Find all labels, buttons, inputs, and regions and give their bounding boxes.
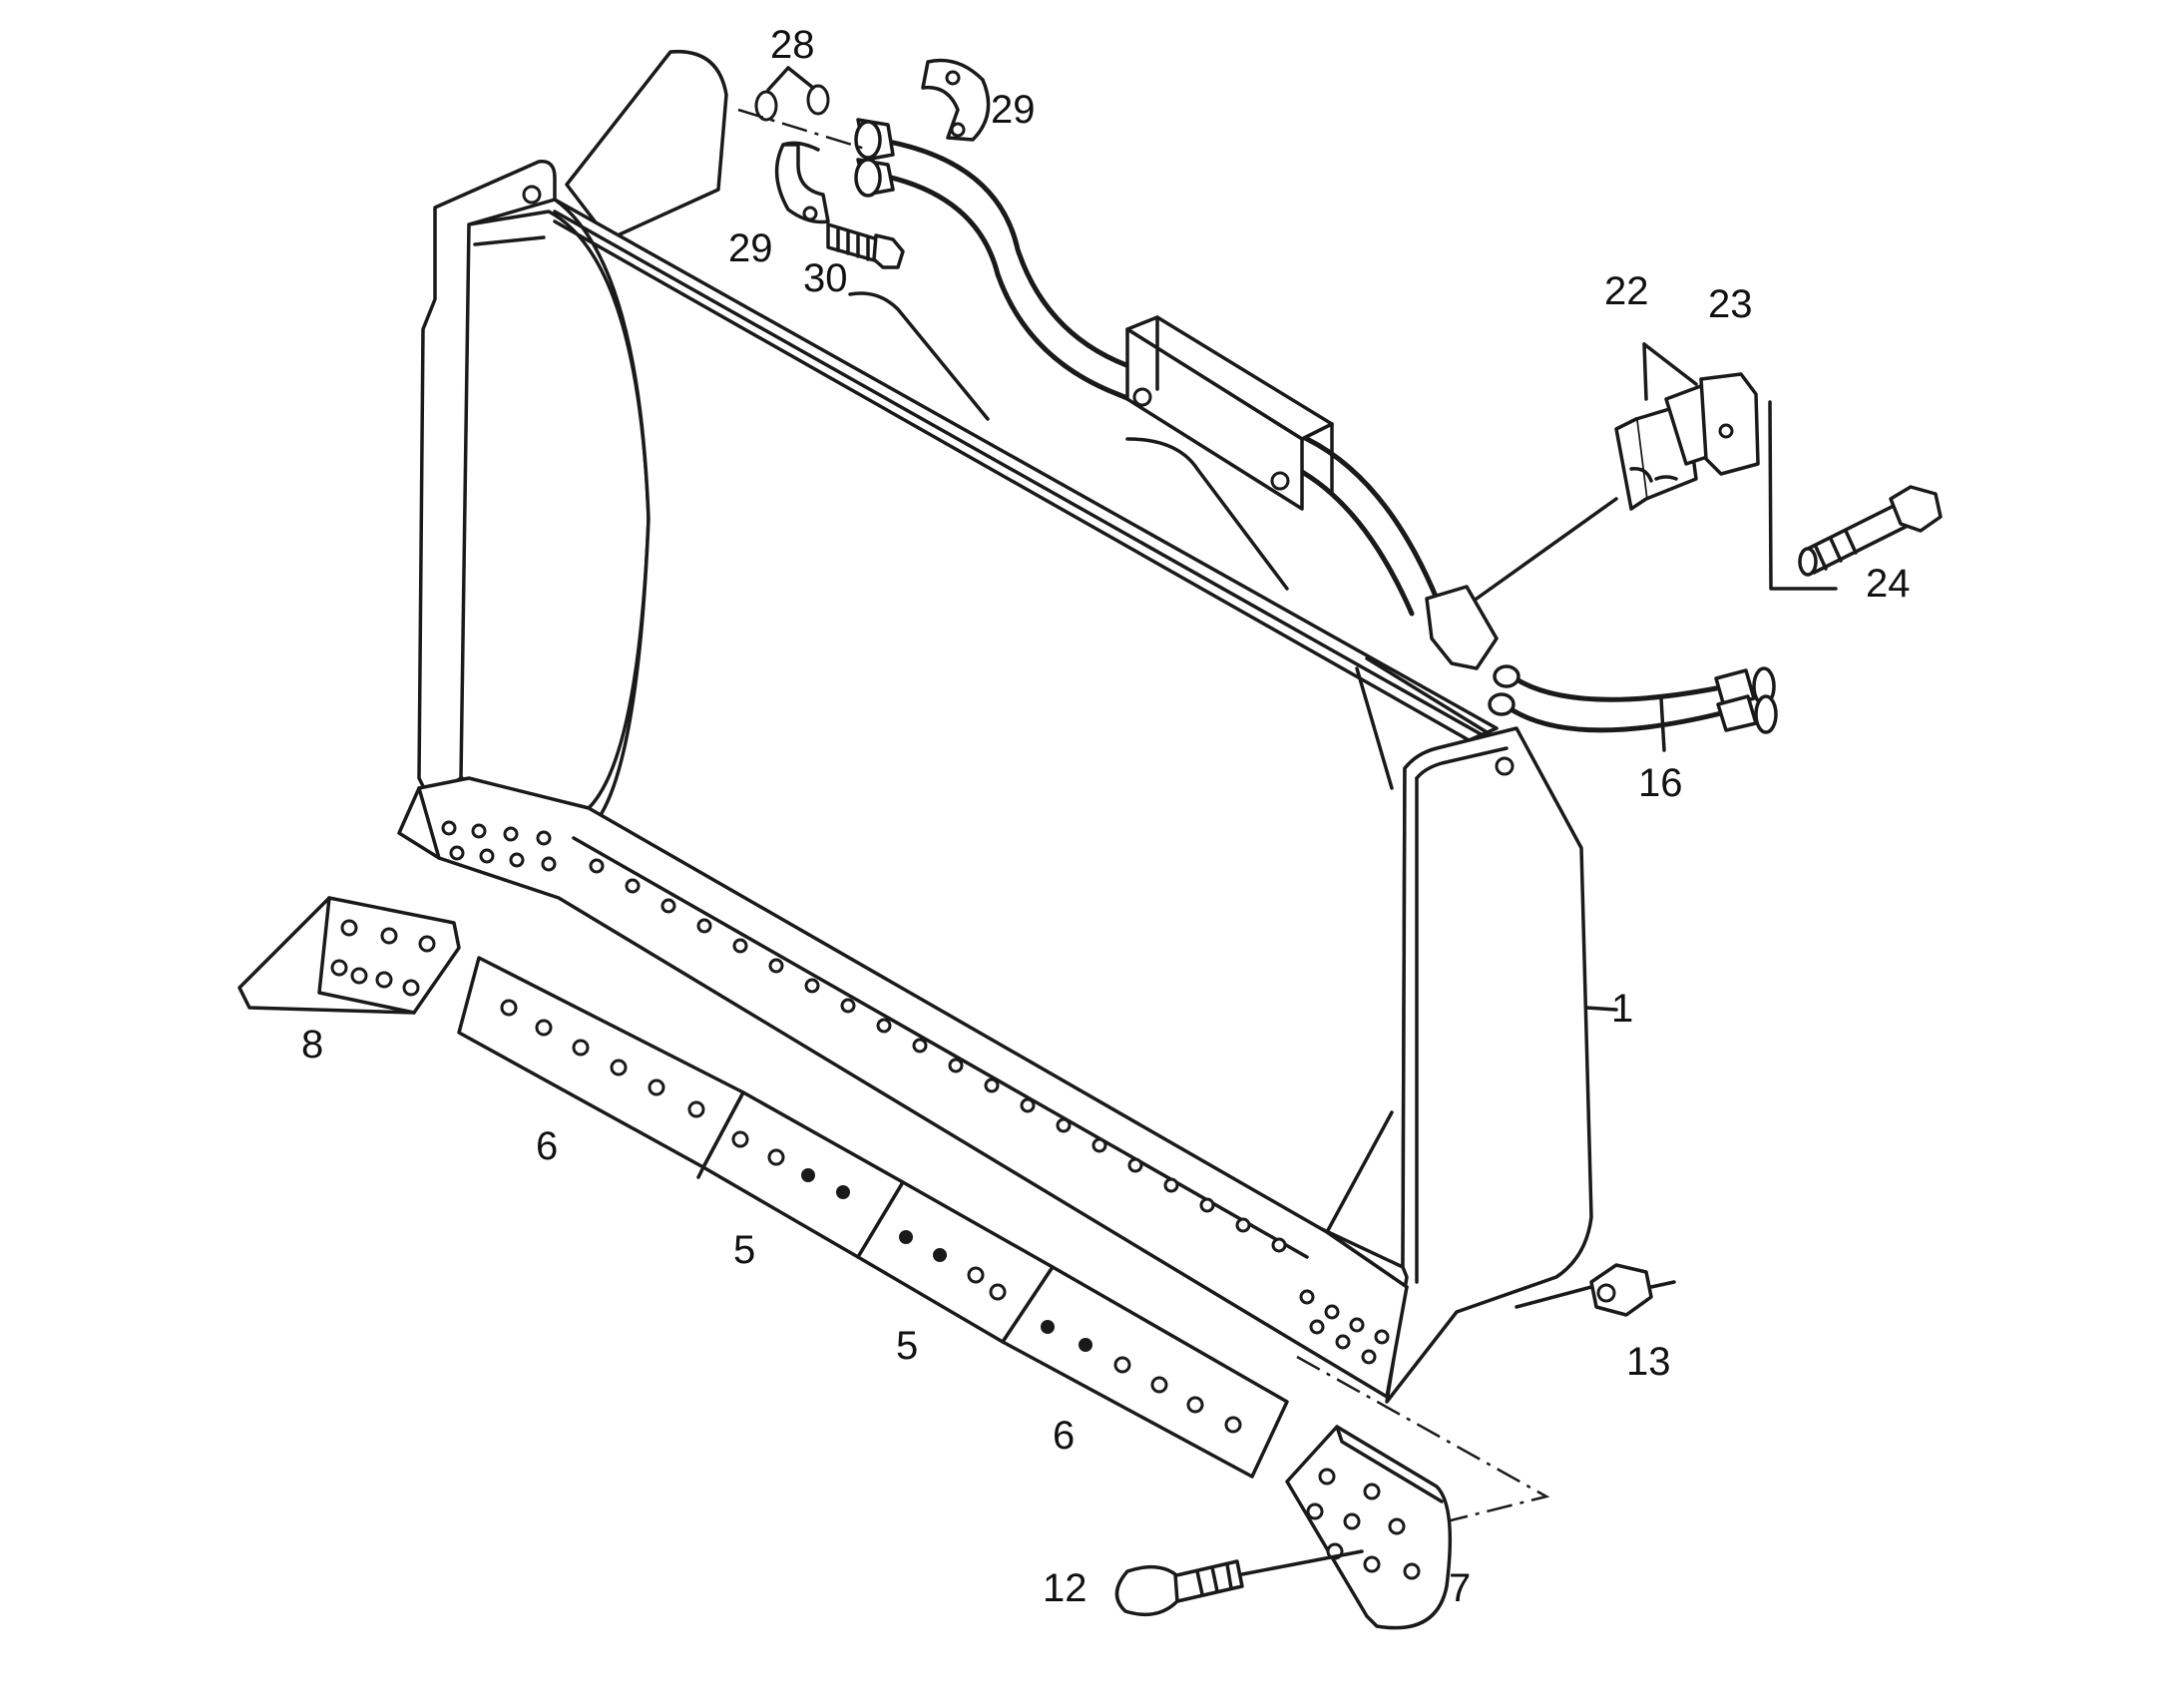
callout-8: 8 [301, 1023, 323, 1067]
callout-22: 22 [1604, 269, 1649, 313]
leader-22-b [1642, 342, 1698, 386]
leader-22-a [1642, 342, 1648, 401]
bolt-24 [1798, 485, 1943, 577]
cutting-edge-6-right [1001, 1265, 1289, 1479]
o-ring-centerline [737, 108, 869, 152]
callout-5-right: 5 [896, 1324, 918, 1368]
callout-23: 23 [1708, 282, 1753, 326]
flange-half-29-lower [774, 141, 830, 224]
assembly-centerline [1296, 1355, 1550, 1523]
bolt-24-guide [1768, 400, 1838, 591]
callout-16: 16 [1638, 761, 1683, 805]
cover-plate-23 [1699, 372, 1760, 476]
bolt-30 [826, 222, 905, 269]
callout-29-upper: 29 [991, 88, 1036, 132]
bucket-body [397, 49, 1593, 1404]
hose-pair-16 [1488, 664, 1778, 752]
callout-1: 1 [1611, 987, 1633, 1031]
flange-half-29-upper [921, 58, 991, 142]
cutting-edge-5-left [701, 1090, 905, 1259]
callout-12: 12 [1043, 1566, 1087, 1610]
callout-30: 30 [803, 256, 848, 300]
clamp-arrow [1475, 497, 1618, 601]
corner-plate-8 [237, 896, 461, 1015]
callout-24: 24 [1866, 562, 1911, 606]
plow-bolt-12 [1114, 1549, 1364, 1617]
callout-7: 7 [1449, 1566, 1471, 1610]
callout-5-left: 5 [733, 1228, 755, 1272]
corner-plate-7 [1285, 1425, 1453, 1630]
cutting-edge-6-left [457, 956, 745, 1179]
o-rings-28 [754, 66, 830, 122]
callout-28: 28 [770, 23, 815, 67]
nut-13 [1515, 1263, 1676, 1317]
bucket-edge-holes [441, 820, 1390, 1365]
callout-29-lower: 29 [728, 226, 773, 270]
hydraulic-hoses [854, 118, 1499, 670]
leader-1 [1584, 1006, 1618, 1012]
callout-6-left: 6 [536, 1124, 558, 1168]
callout-13: 13 [1626, 1340, 1671, 1384]
callout-6-right: 6 [1053, 1414, 1075, 1458]
